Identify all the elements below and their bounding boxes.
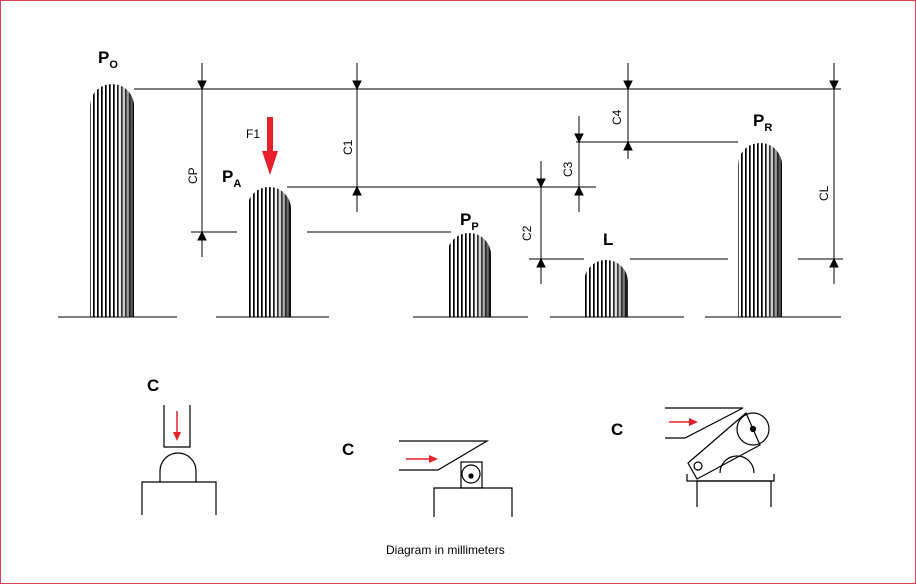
caption: Diagram in millimeters <box>386 543 505 557</box>
label-pa: PA <box>222 167 241 190</box>
label-c-slide: C <box>342 440 354 459</box>
dimension-c4 <box>623 63 633 159</box>
label-c-wheel: C <box>611 420 623 439</box>
piece-l <box>584 260 628 317</box>
piece-po <box>90 84 134 317</box>
label-l: L <box>603 230 613 249</box>
label-c4: C4 <box>610 109 624 125</box>
red-arrow-vertical <box>173 411 181 441</box>
label-po: PO <box>98 48 118 71</box>
piece-pr <box>738 143 782 317</box>
dimension-cl <box>829 63 839 284</box>
reference-lines <box>134 88 843 260</box>
red-arrow-wheel <box>669 418 698 426</box>
label-cp: CP <box>186 167 200 184</box>
label-cl: CL <box>817 185 831 201</box>
label-c-vertical: C <box>147 376 159 395</box>
piece-pp <box>447 233 491 317</box>
label-pr: PR <box>753 111 772 134</box>
piece-pa <box>247 187 291 317</box>
red-arrow-slide <box>406 455 438 463</box>
capping-wheel-illustration <box>665 407 775 507</box>
label-f1: F1 <box>246 127 260 141</box>
label-c2: C2 <box>520 225 534 241</box>
dimension-c2 <box>536 161 546 284</box>
capping-slide-illustration <box>399 440 513 517</box>
dimension-c3 <box>574 116 584 212</box>
dimension-c1 <box>352 63 362 212</box>
label-c3: C3 <box>561 161 575 177</box>
capping-vertical-illustration <box>141 405 217 515</box>
label-c1: C1 <box>341 139 355 155</box>
label-pp: PP <box>460 210 479 233</box>
force-arrow-f1 <box>262 117 278 175</box>
dimension-cp <box>197 63 207 257</box>
